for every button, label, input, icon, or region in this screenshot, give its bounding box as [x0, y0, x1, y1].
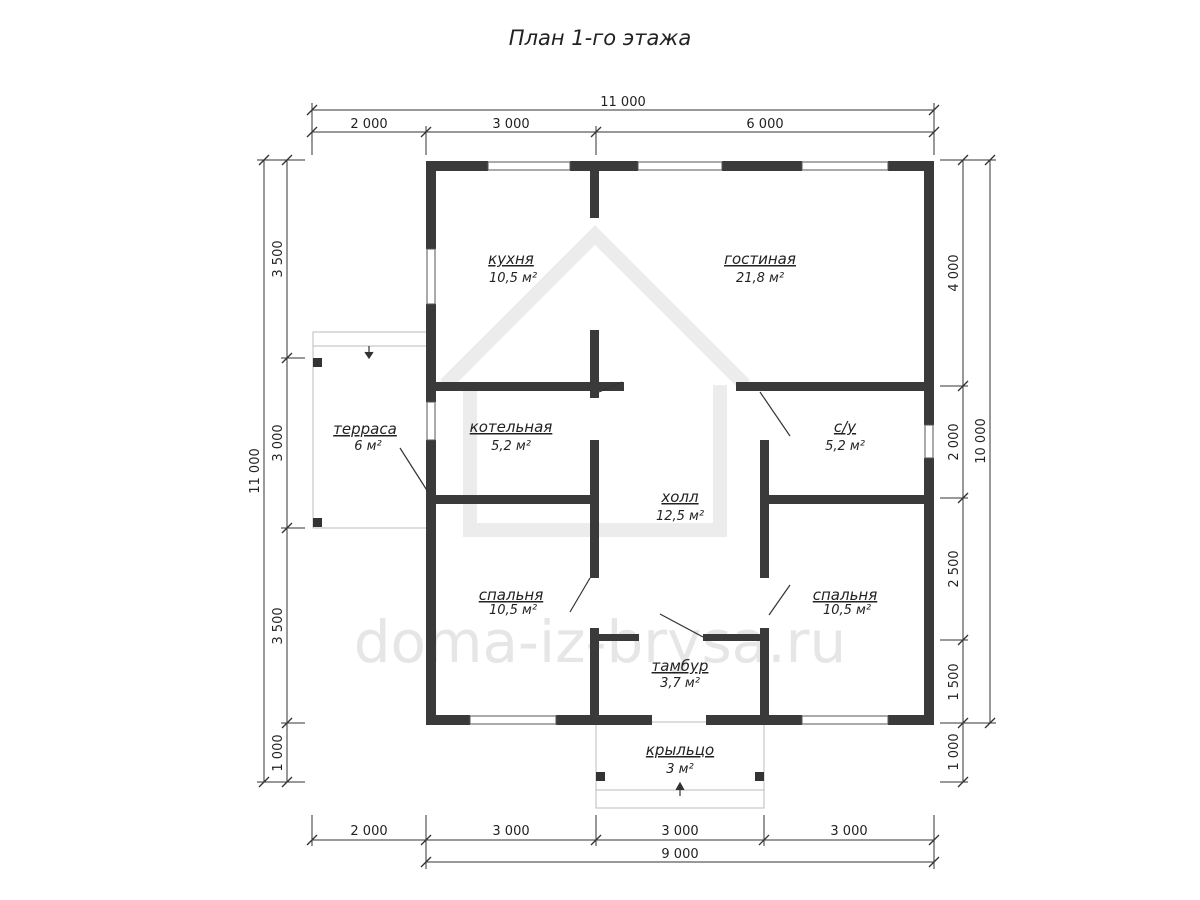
room-name-hall: холл	[660, 488, 699, 506]
dim-bottom-segment: 3 000	[830, 824, 867, 839]
wall-exterior	[426, 440, 436, 725]
room-area-living: 21,8 м²	[736, 271, 784, 286]
wall-exterior	[722, 161, 802, 171]
room-area-bedroom-right: 10,5 м²	[823, 603, 871, 618]
dim-right-segment: 1 000	[947, 733, 962, 770]
room-area-hall: 12,5 м²	[656, 509, 704, 524]
wall-interior	[590, 171, 599, 218]
window	[801, 715, 889, 725]
room-name-boiler: котельная	[470, 418, 553, 436]
dim-right-segment: 2 500	[947, 550, 962, 587]
wall-interior	[599, 634, 639, 641]
dim-bottom-segment: 2 000	[350, 824, 387, 839]
room-area-bath: 5,2 м²	[825, 439, 865, 454]
dim-bottom-total: 9 000	[661, 847, 698, 862]
room-name-living: гостиная	[724, 250, 796, 268]
wall-interior	[736, 382, 924, 391]
dim-right-total: 10 000	[974, 418, 989, 464]
room-name-terrace: терраса	[333, 420, 397, 438]
wall-interior	[769, 495, 924, 504]
room-area-terrace: 6 м²	[354, 439, 381, 454]
dim-bottom-segment: 3 000	[661, 824, 698, 839]
room-name-bedroom-right: спальня	[813, 586, 878, 604]
dim-top-segment: 6 000	[746, 117, 783, 132]
dim-left-segment: 1 000	[271, 734, 286, 771]
wall-exterior	[706, 715, 802, 725]
wall-interior	[590, 330, 599, 398]
door	[399, 447, 429, 493]
door	[768, 584, 791, 616]
dim-left-segment: 3 000	[271, 424, 286, 461]
window	[637, 161, 723, 171]
door	[659, 613, 704, 638]
wall-interior	[590, 440, 599, 578]
room-area-bedroom-left: 10,5 м²	[489, 603, 537, 618]
dim-right-segment: 1 500	[947, 663, 962, 700]
wall-interior	[436, 382, 624, 391]
wall-exterior	[426, 715, 470, 725]
room-name-kitchen: кухня	[488, 250, 534, 268]
window	[801, 161, 889, 171]
room-area-kitchen: 10,5 м²	[489, 271, 537, 286]
porch-entry-arrow-icon	[675, 781, 685, 796]
wall-exterior	[426, 161, 436, 249]
dim-top-segment: 3 000	[492, 117, 529, 132]
room-name-bath: с/у	[834, 418, 857, 436]
wall-interior	[760, 440, 769, 578]
wall-interior	[703, 634, 769, 641]
dim-left-segment: 3 500	[271, 240, 286, 277]
wall-exterior	[924, 161, 934, 425]
porch-post	[755, 772, 764, 781]
dim-left-segment: 3 500	[271, 607, 286, 644]
room-area-boiler: 5,2 м²	[491, 439, 531, 454]
porch-post	[596, 772, 605, 781]
room-area-porch: 3 м²	[666, 762, 693, 777]
dim-top-segment: 2 000	[350, 117, 387, 132]
wall-exterior	[924, 458, 934, 725]
room-area-vestibule: 3,7 м²	[660, 676, 700, 691]
terrace-entry-arrow-icon	[364, 346, 374, 360]
plan-title: План 1-го этажа	[508, 26, 692, 50]
wall-exterior	[888, 715, 934, 725]
wall-exterior	[426, 161, 488, 171]
wall-exterior	[888, 161, 934, 171]
wall-exterior	[556, 715, 652, 725]
room-name-vestibule: тамбур	[652, 657, 709, 675]
porch-area	[595, 721, 765, 809]
window	[426, 401, 436, 441]
door	[759, 391, 791, 437]
door	[569, 577, 591, 613]
terrace-post	[313, 358, 322, 367]
room-name-bedroom-left: спальня	[479, 586, 544, 604]
dim-top-total: 11 000	[600, 95, 646, 110]
wall-exterior	[426, 304, 436, 402]
dim-right-segment: 2 000	[947, 423, 962, 460]
wall-interior	[436, 495, 599, 504]
window	[487, 161, 571, 171]
dim-right-segment: 4 000	[947, 254, 962, 291]
window	[924, 424, 934, 459]
wall-exterior	[570, 161, 638, 171]
room-name-porch: крыльцо	[646, 741, 714, 759]
window	[469, 715, 557, 725]
door	[598, 381, 623, 393]
dim-left-total: 11 000	[248, 448, 263, 494]
wall-interior	[590, 628, 599, 715]
terrace-post	[313, 518, 322, 527]
wall-interior	[760, 628, 769, 715]
window	[426, 248, 436, 305]
dim-bottom-segment: 3 000	[492, 824, 529, 839]
